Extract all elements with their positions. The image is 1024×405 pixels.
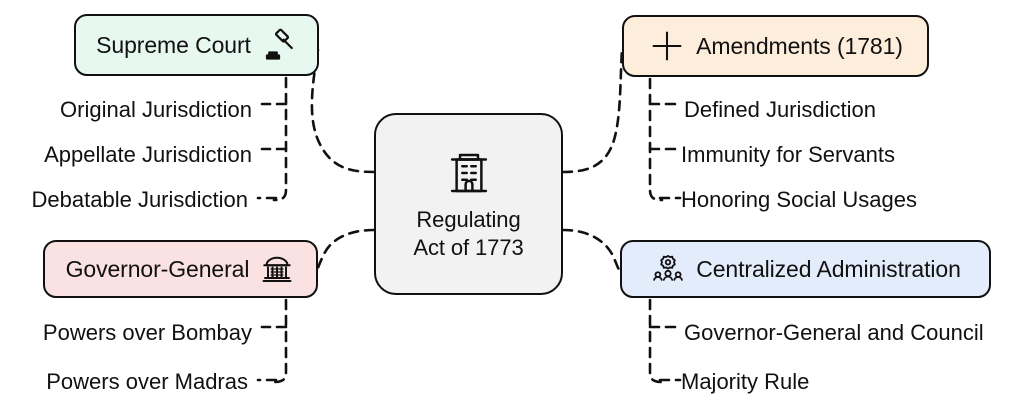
sub-item-honoring-social-usages[interactable]: Honoring Social Usages <box>681 187 918 212</box>
sub-item-defined-jurisdiction[interactable]: Defined Jurisdiction <box>684 97 876 122</box>
plus-icon <box>648 27 686 65</box>
edge-centralized-trunk <box>648 298 664 384</box>
central-node-label: Regulating Act of 1773 <box>413 206 524 260</box>
edge-center-governor-general <box>315 228 376 272</box>
sub-item-immunity-for-servants[interactable]: Immunity for Servants <box>681 142 895 167</box>
edge-center-centralized <box>561 228 622 272</box>
edge-governor-general-trunk <box>272 298 288 384</box>
sub-item-original-jurisdiction[interactable]: Original Jurisdiction <box>60 97 252 122</box>
branch-node-governor-general[interactable]: Governor-General <box>43 240 318 298</box>
sub-item-governor-general-and-council[interactable]: Governor-General and Council <box>684 320 984 345</box>
gavel-icon <box>261 27 297 63</box>
branch-node-centralized-administration[interactable]: Centralized Administration <box>620 240 991 298</box>
sub-item-majority-rule[interactable]: Majority Rule <box>681 369 810 394</box>
sub-item-appellate-jurisdiction[interactable]: Appellate Jurisdiction <box>44 142 252 167</box>
branch-label-centralized-administration: Centralized Administration <box>696 255 961 282</box>
central-node[interactable]: Regulating Act of 1773 <box>374 113 563 295</box>
branch-label-governor-general: Governor-General <box>65 255 250 282</box>
edge-center-supreme-court <box>310 48 376 174</box>
sub-item-debatable-jurisdiction[interactable]: Debatable Jurisdiction <box>31 187 248 212</box>
institution-building-icon <box>442 146 496 200</box>
edge-supreme-court-trunk <box>272 76 288 202</box>
edge-center-amendments <box>561 46 624 174</box>
branch-label-amendments: Amendments (1781) <box>696 32 903 59</box>
sub-item-powers-over-madras[interactable]: Powers over Madras <box>46 369 248 394</box>
branch-node-amendments[interactable]: Amendments (1781) <box>622 15 929 77</box>
classical-building-icon <box>259 251 295 287</box>
edge-amendments-trunk <box>648 77 664 202</box>
branch-node-supreme-court[interactable]: Supreme Court <box>74 14 319 76</box>
gear-people-icon <box>650 251 686 287</box>
sub-item-powers-over-bombay[interactable]: Powers over Bombay <box>42 320 252 345</box>
branch-label-supreme-court: Supreme Court <box>96 31 251 58</box>
